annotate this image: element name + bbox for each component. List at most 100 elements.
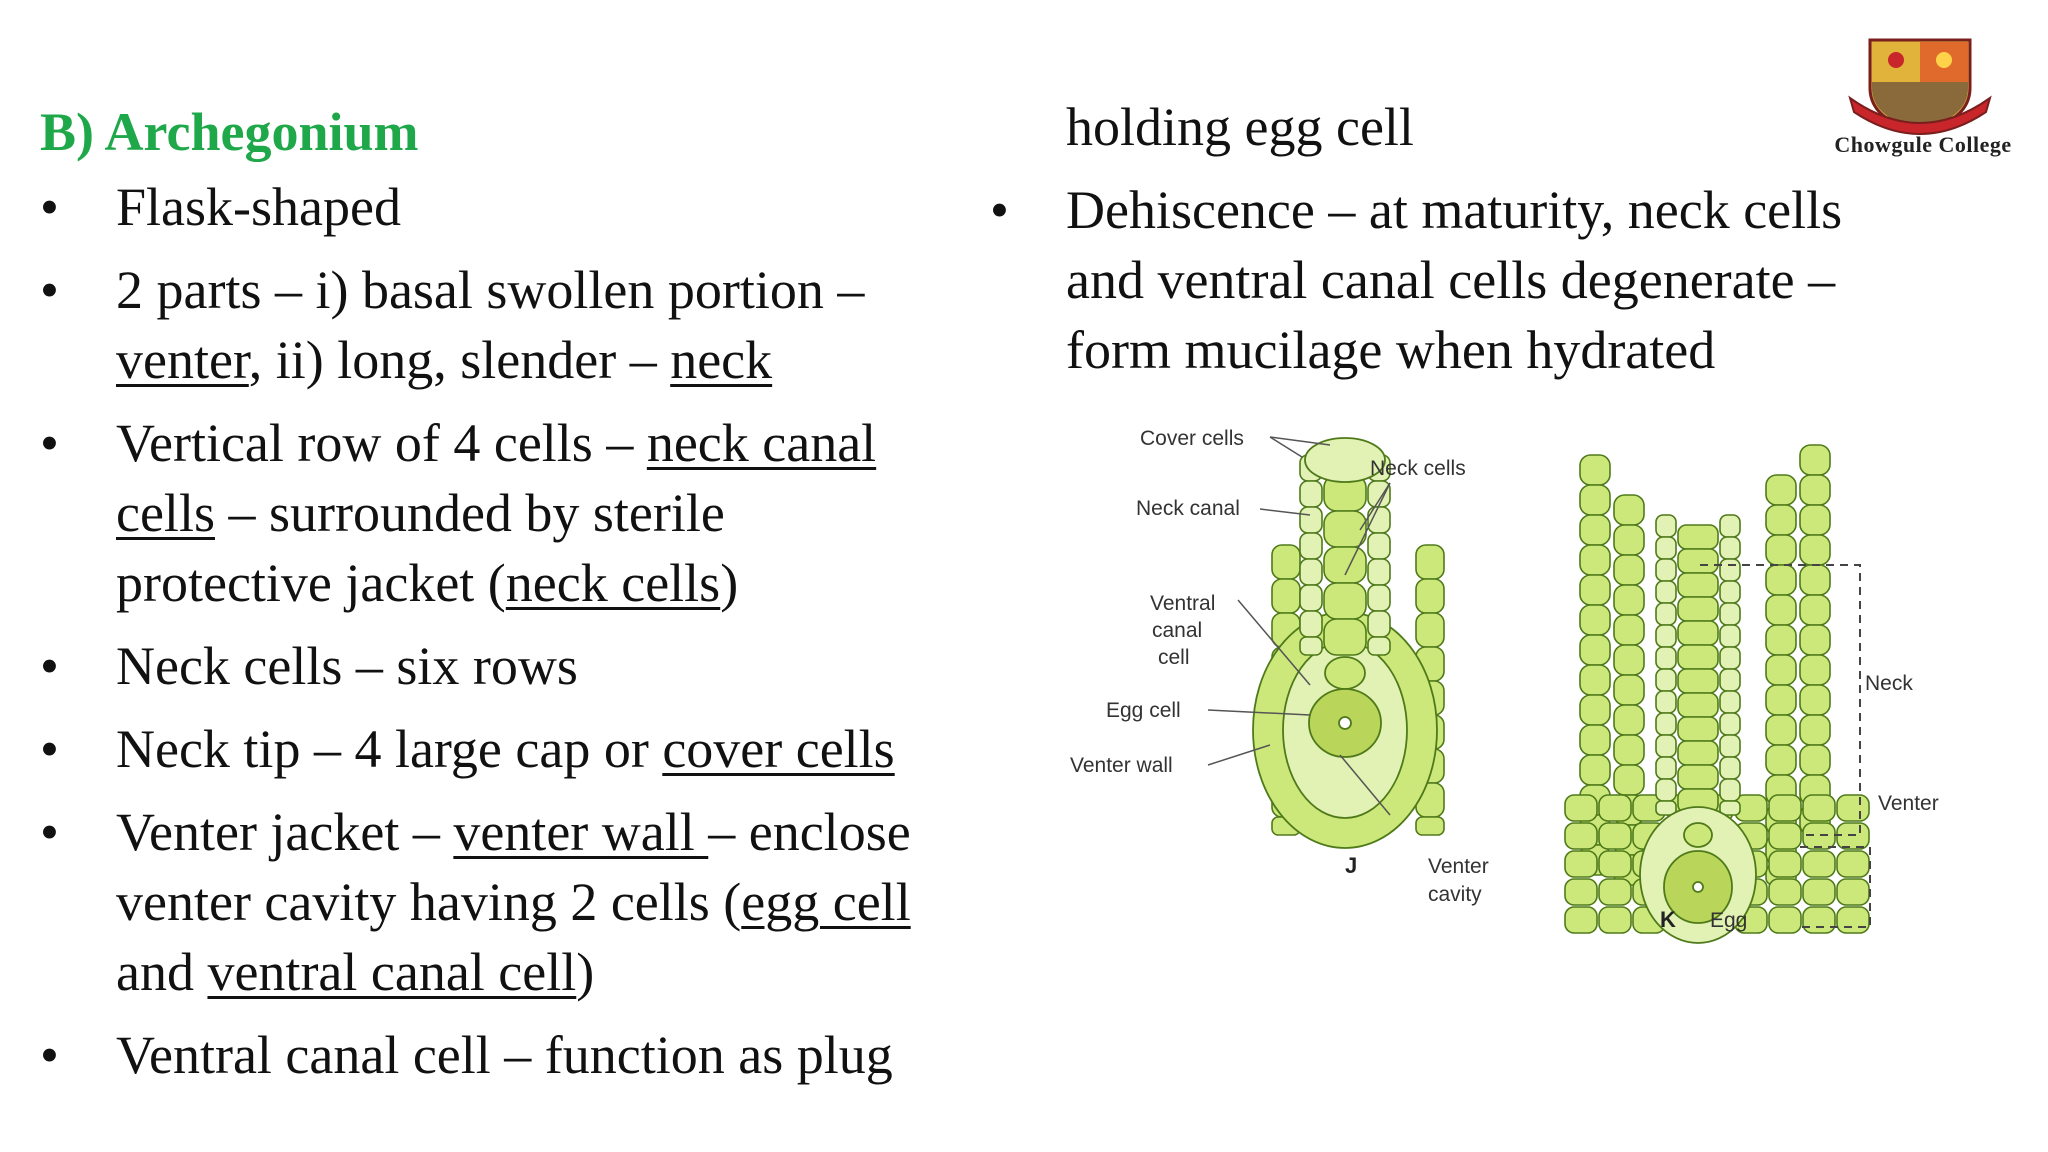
neck-cell (1655, 690, 1677, 714)
k-brackets (1700, 564, 1871, 928)
neck-cell (1655, 734, 1677, 758)
bullet-text: and ventral canal cells degenerate – (1066, 250, 1836, 310)
bullet-text: Venter jacket – (116, 802, 454, 862)
bullet-item: • Neck tip – 4 large cap or cover cells (40, 714, 990, 784)
base-cell (1598, 878, 1632, 906)
bullet-item: • Vertical row of 4 cells – neck canal c… (40, 408, 990, 618)
term-cover-cells: cover cells (662, 719, 895, 779)
neck-cell (1655, 668, 1677, 692)
bullet-glyph: • (40, 413, 59, 473)
neck-canal-cell (1323, 510, 1367, 548)
paraphysis-cell (1579, 604, 1611, 636)
paraphysis-cell (1579, 634, 1611, 666)
neck-cell (1299, 610, 1323, 638)
base-cell (1564, 906, 1598, 934)
term-neck-canal: neck canal (646, 413, 877, 473)
egg-nucleus (1338, 716, 1352, 730)
neck-cell (1719, 712, 1741, 736)
neck-cell (1719, 558, 1741, 582)
ventral-canal-cell (1683, 822, 1713, 848)
left-bullet-list: • Flask-shaped • 2 parts – i) basal swol… (40, 172, 990, 1103)
label-venter-wall: Venter wall (1070, 754, 1173, 777)
paraphysis-cell (1579, 574, 1611, 606)
paraphysis-cell (1613, 704, 1645, 736)
leader-lines (1207, 436, 1391, 816)
archegonium-j-drawing (1252, 437, 1445, 849)
neck-cell (1299, 558, 1323, 586)
term-cells: cells (116, 483, 215, 543)
term-venter-wall: venter wall (453, 802, 709, 862)
bullet-text: ) (576, 942, 595, 1002)
neck-cell (1367, 584, 1391, 612)
neck-cell (1299, 480, 1323, 508)
paraphysis-cell (1415, 816, 1445, 836)
neck-cell (1719, 734, 1741, 758)
paraphysis-cell (1765, 654, 1797, 686)
paraphysis-cell (1613, 674, 1645, 706)
neck-cell (1299, 584, 1323, 612)
paraphysis-cell (1799, 654, 1831, 686)
paraphysis-cell (1271, 578, 1301, 614)
paraphysis-cell (1799, 744, 1831, 776)
bullet-item: • Ventral canal cell – function as plug (40, 1020, 990, 1090)
paraphysis-cell (1765, 714, 1797, 746)
paraphysis-cell (1613, 524, 1645, 556)
label-neck: Neck (1865, 672, 1913, 695)
bullet-glyph: • (40, 1025, 59, 1085)
paraphysis-cell (1765, 684, 1797, 716)
paraphysis-cell (1765, 564, 1797, 596)
paraphysis-cell (1799, 714, 1831, 746)
base-cell (1564, 822, 1598, 850)
bullet-text: venter cavity having 2 cells ( (116, 872, 742, 932)
base-cell (1802, 850, 1836, 878)
paraphysis-cell (1799, 564, 1831, 596)
neck-canal-cell (1677, 596, 1719, 622)
paraphysis-cell (1579, 454, 1611, 486)
neck-cell (1655, 558, 1677, 582)
paraphysis-cell (1415, 612, 1445, 648)
term-neck-cells: neck cells (505, 553, 721, 613)
paraphysis-cell (1613, 734, 1645, 766)
bullet-text: and (116, 942, 208, 1002)
paraphysis-cell (1415, 544, 1445, 580)
base-cell (1598, 906, 1632, 934)
paraphysis-cell (1613, 584, 1645, 616)
paraphysis-cell (1799, 474, 1831, 506)
paraphysis-cell (1765, 504, 1797, 536)
neck-cell (1299, 532, 1323, 560)
base-cell (1598, 822, 1632, 850)
label-neck-cells: Neck cells (1370, 457, 1466, 480)
label-cover-cells: Cover cells (1140, 427, 1244, 450)
paraphysis-cell (1579, 544, 1611, 576)
label-ventral-1: Ventral (1150, 592, 1215, 615)
neck-cell (1655, 756, 1677, 780)
paraphysis-cell (1579, 694, 1611, 726)
paraphysis-cell (1579, 724, 1611, 756)
paraphysis-cell (1799, 624, 1831, 656)
paraphysis-cell (1765, 594, 1797, 626)
bullet-text: protective jacket ( (116, 553, 506, 613)
bullet-continuation: holding egg cell (1066, 97, 1414, 157)
base-cell (1598, 794, 1632, 822)
neck-cell (1719, 646, 1741, 670)
neck-canal-cell (1677, 572, 1719, 598)
base-cell (1768, 794, 1802, 822)
base-cell (1768, 822, 1802, 850)
paraphysis-cell (1799, 504, 1831, 536)
bullet-text: – surrounded by sterile (214, 483, 725, 543)
bullet-item: • 2 parts – i) basal swollen portion – v… (40, 255, 990, 395)
base-cell (1564, 850, 1598, 878)
neck-canal-cell (1677, 764, 1719, 790)
neck-cell (1719, 756, 1741, 780)
neck-canal-cell (1677, 620, 1719, 646)
paraphysis-cell (1613, 494, 1645, 526)
bullet-item: • Flask-shaped (40, 172, 990, 242)
neck-cell (1367, 480, 1391, 508)
paraphysis-cell (1765, 474, 1797, 506)
bullet-text: Flask-shaped (116, 177, 401, 237)
label-j: J (1345, 853, 1357, 878)
base-cell (1768, 906, 1802, 934)
neck-cell (1719, 602, 1741, 626)
neck-cell (1367, 532, 1391, 560)
term-ventral-canal-cell: ventral canal cell (207, 942, 577, 1002)
